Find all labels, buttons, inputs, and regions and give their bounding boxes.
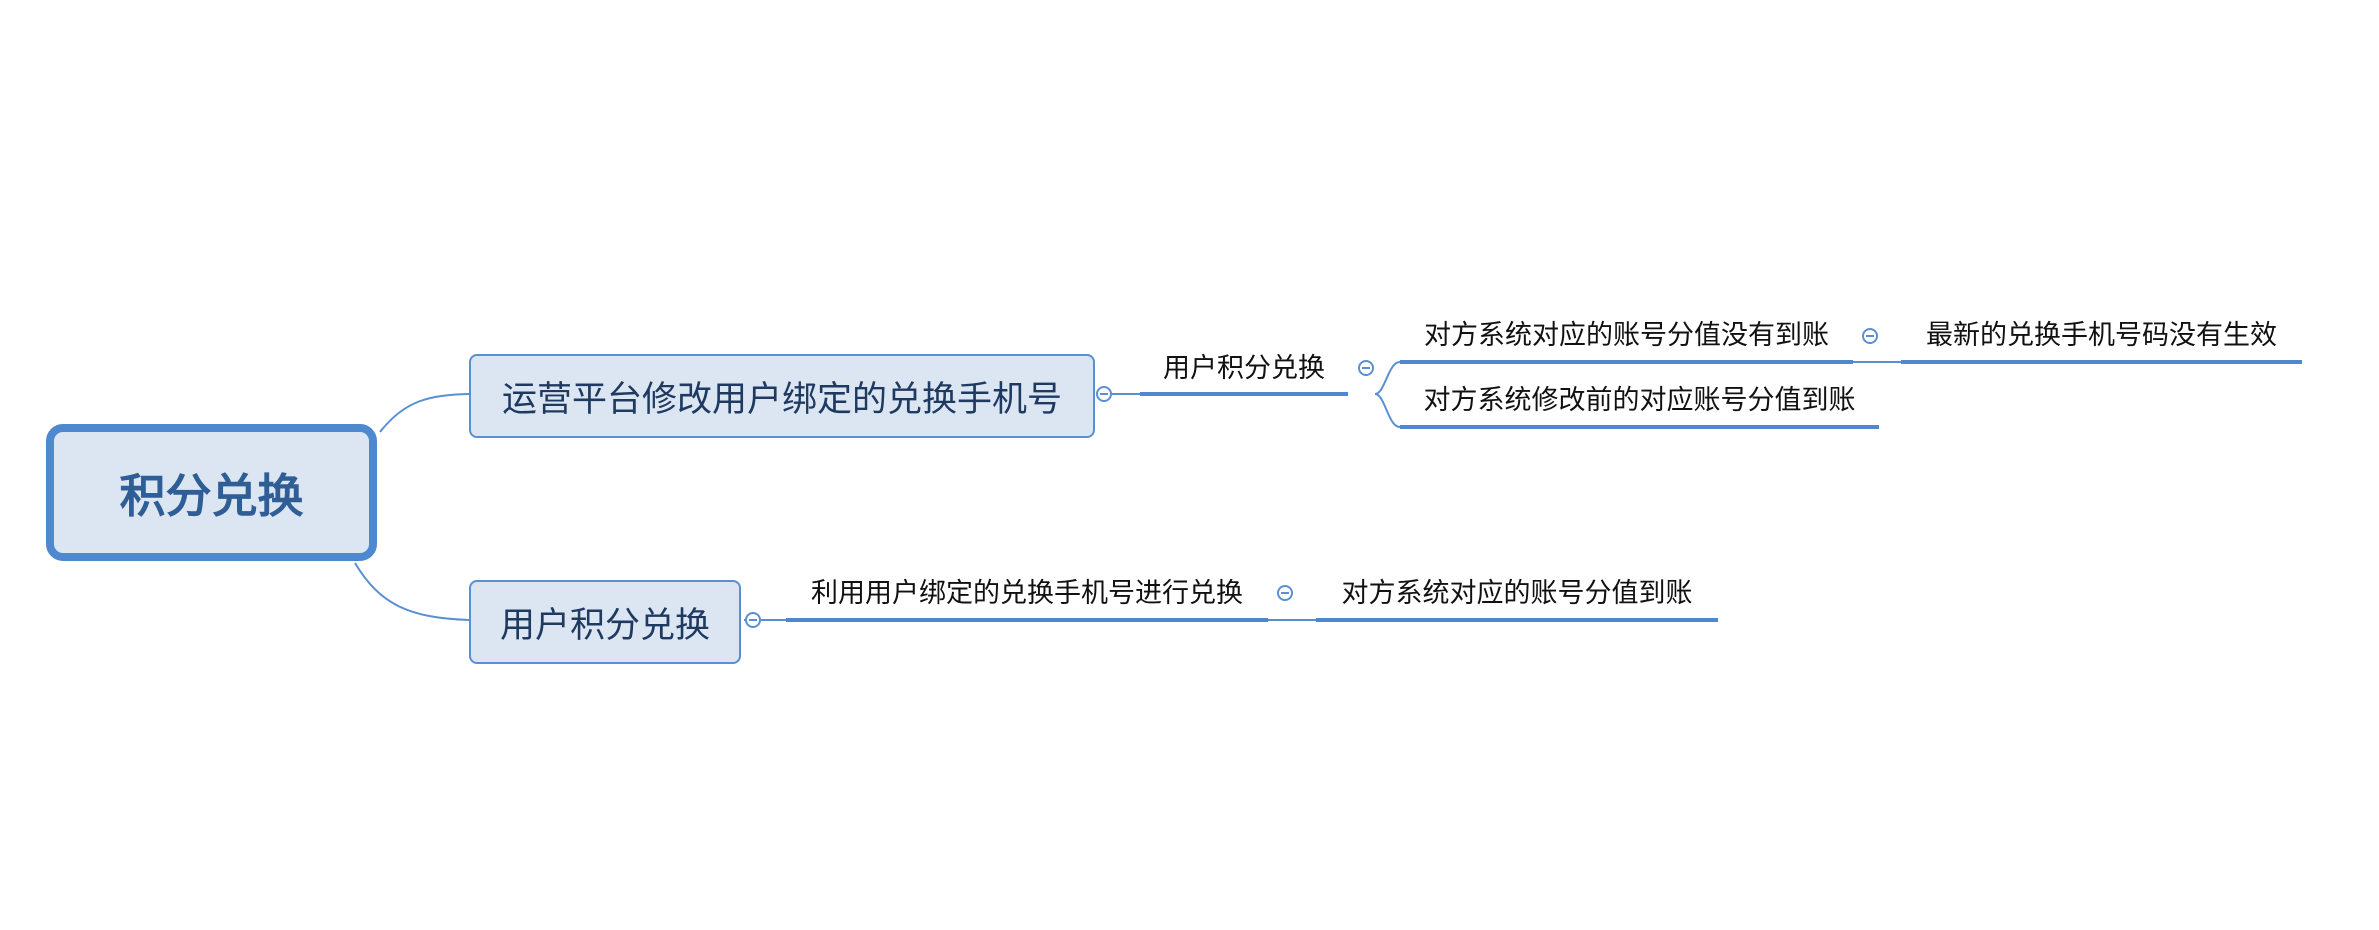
root-node[interactable]: 积分兑换 — [46, 424, 377, 561]
branch-node-modify-phone[interactable]: 运营平台修改用户绑定的兑换手机号 — [469, 354, 1095, 438]
branch-node-label: 运营平台修改用户绑定的兑换手机号 — [501, 379, 1062, 420]
branch-node-user-exchange[interactable]: 用户积分兑换 — [469, 580, 741, 664]
collapse-toggle-icon[interactable] — [1862, 328, 1878, 344]
connector-root-branch-1 — [379, 393, 470, 433]
topic-latest-phone-not-effective[interactable]: 最新的兑换手机号码没有生效 — [1901, 318, 2302, 354]
topic-label: 对方系统修改前的对应账号分值到账 — [1423, 385, 1856, 416]
topic-account-not-arrived[interactable]: 对方系统对应的账号分值没有到账 — [1400, 318, 1853, 354]
topic-user-exchange[interactable]: 用户积分兑换 — [1140, 351, 1348, 387]
topic-label: 最新的兑换手机号码没有生效 — [1926, 320, 2277, 351]
collapse-toggle-icon[interactable] — [1358, 360, 1374, 376]
branch-node-label: 用户积分兑换 — [499, 605, 710, 646]
collapse-toggle-icon[interactable] — [1277, 585, 1293, 601]
topic-label: 利用用户绑定的兑换手机号进行兑换 — [811, 578, 1243, 609]
collapse-toggle-icon[interactable] — [745, 612, 761, 628]
topic-label: 用户积分兑换 — [1163, 353, 1325, 384]
topic-bound-phone-exchange[interactable]: 利用用户绑定的兑换手机号进行兑换 — [786, 576, 1268, 612]
connector-fork-upper — [1374, 361, 1401, 395]
topic-before-modify-arrived[interactable]: 对方系统修改前的对应账号分值到账 — [1400, 383, 1879, 419]
connector-root-branch-2 — [354, 562, 470, 621]
topic-label: 对方系统对应的账号分值到账 — [1341, 578, 1693, 609]
root-node-label: 积分兑换 — [119, 468, 304, 523]
topic-account-arrived[interactable]: 对方系统对应的账号分值到账 — [1316, 576, 1718, 612]
connector-fork-lower — [1374, 393, 1401, 428]
topic-label: 对方系统对应的账号分值没有到账 — [1424, 320, 1829, 351]
collapse-toggle-icon[interactable] — [1096, 386, 1112, 402]
